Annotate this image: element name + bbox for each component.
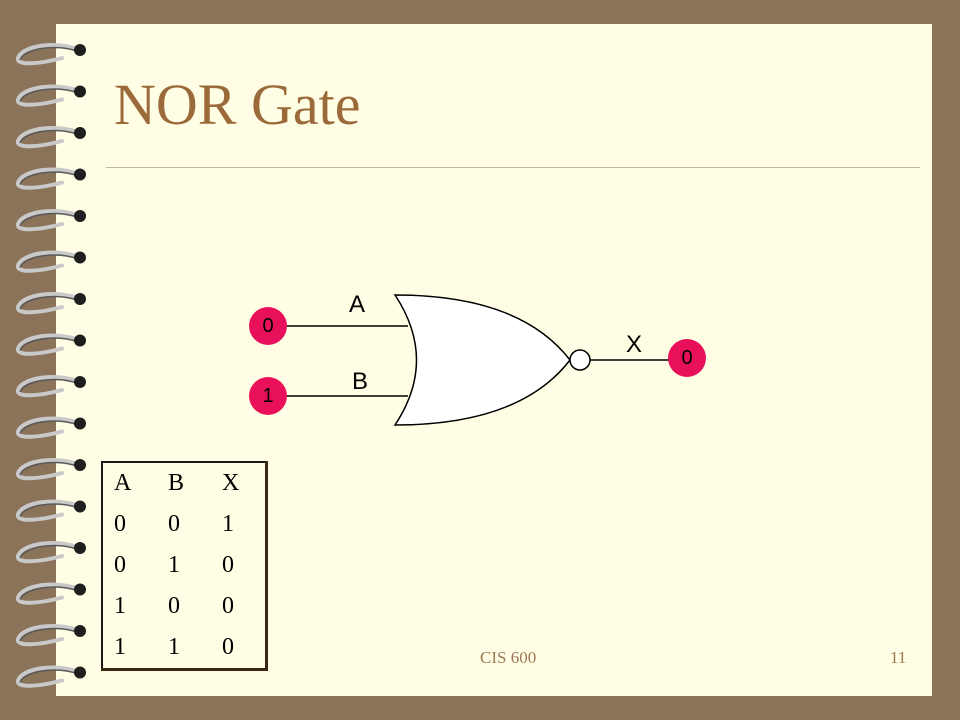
truth-table-cell: 1 — [114, 634, 126, 660]
nor-gate-inversion-bubble — [569, 349, 591, 371]
input-a-value-indicator[interactable]: 0 — [249, 307, 287, 345]
input-b-label: B — [352, 368, 369, 395]
slide-title: NOR Gate — [114, 72, 361, 137]
truth-table-header-a: A — [114, 470, 132, 496]
spiral-binding — [16, 42, 86, 688]
truth-table: A B X 0 0 1 0 1 0 1 0 0 1 1 0 — [101, 461, 268, 671]
truth-table-cell: 0 — [168, 511, 180, 537]
truth-table-row: 1 1 0 — [102, 627, 267, 670]
spiral-ring — [16, 208, 86, 232]
truth-table-cell: 0 — [222, 634, 234, 660]
slide-footer: CIS 600 — [480, 648, 537, 667]
truth-table-cell: 1 — [222, 511, 234, 537]
nor-gate-body — [393, 294, 571, 426]
spiral-ring — [16, 42, 86, 66]
truth-table-row: 0 1 0 — [102, 545, 267, 586]
truth-table-cell: 1 — [168, 634, 180, 660]
output-x-label: X — [626, 331, 643, 358]
input-a-label: A — [349, 291, 366, 318]
spiral-ring — [16, 291, 86, 315]
output-x-value-indicator: 0 — [668, 339, 706, 377]
truth-table-cell: 0 — [114, 552, 126, 578]
title-divider — [106, 167, 920, 168]
truth-table-row: 1 0 0 — [102, 586, 267, 627]
spiral-ring — [16, 84, 86, 107]
truth-table-header-b: B — [168, 470, 185, 496]
spiral-ring — [16, 167, 86, 190]
spiral-ring — [16, 416, 86, 439]
truth-table-cell: 0 — [222, 552, 234, 578]
spiral-ring — [16, 250, 86, 273]
spiral-ring — [16, 499, 86, 522]
truth-table-header-row: A B X — [102, 462, 267, 504]
spiral-ring — [16, 665, 86, 688]
truth-table-cell: 1 — [114, 593, 126, 619]
truth-table-header-x: X — [222, 470, 240, 496]
truth-table-cell: 0 — [222, 593, 234, 619]
slide-page-number: 11 — [890, 648, 907, 667]
spiral-ring — [16, 457, 86, 481]
truth-table-cell: 1 — [168, 552, 180, 578]
spiral-ring — [16, 540, 86, 564]
truth-table-row: 0 0 1 — [102, 504, 267, 545]
truth-table-cell: 0 — [114, 511, 126, 537]
spiral-ring — [16, 125, 86, 149]
spiral-ring — [16, 374, 86, 398]
spiral-ring — [16, 623, 86, 647]
input-b-value-indicator[interactable]: 1 — [249, 377, 287, 415]
truth-table-cell: 0 — [168, 593, 180, 619]
spiral-ring — [16, 582, 86, 605]
spiral-ring — [16, 333, 86, 356]
